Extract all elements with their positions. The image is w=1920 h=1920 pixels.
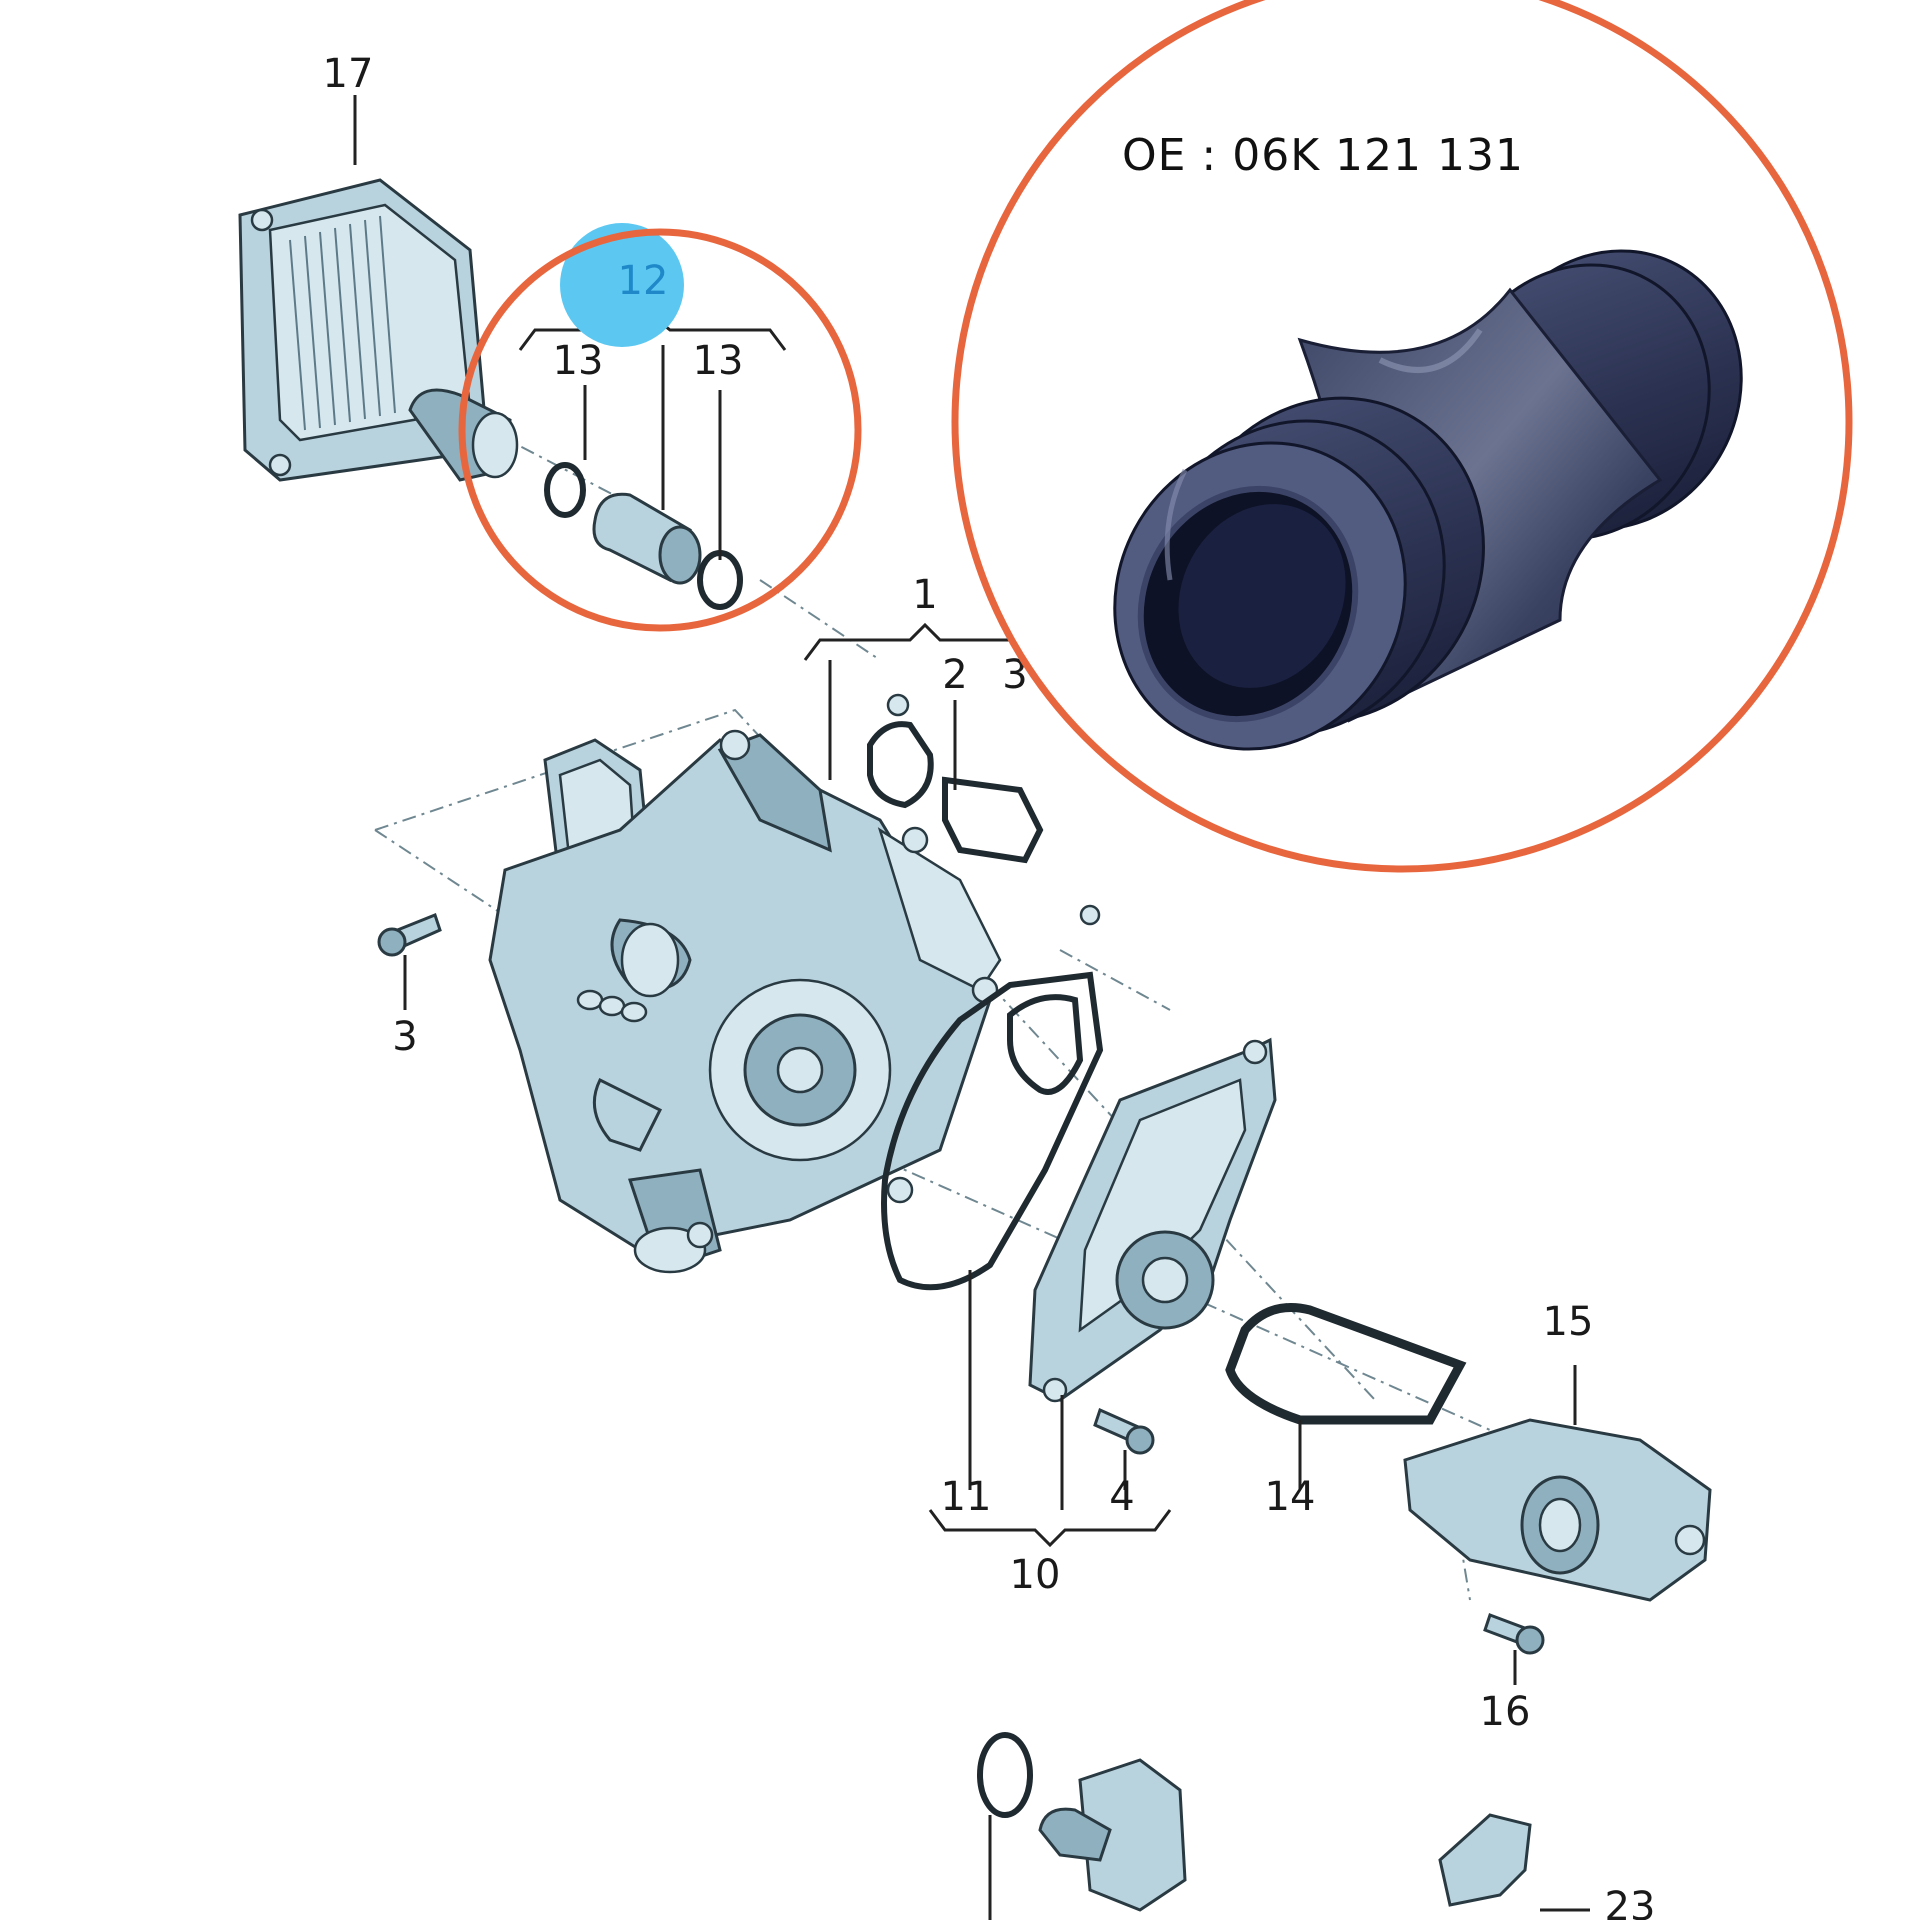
coolant-pump-housing-part-1 (488, 729, 1002, 1274)
o-ring-bottom (977, 1732, 1033, 1818)
product-detail-inset: OE : 06K 121 131 (951, 0, 1853, 873)
screw-part-4 (1093, 1407, 1155, 1455)
seal-ring-part-11 (881, 904, 1104, 1291)
callout-14: 14 (1265, 1474, 1316, 1520)
connector-pipe-group-12 (544, 462, 743, 610)
oe-part-number: OE : 06K 121 131 (1122, 130, 1524, 181)
callout-labels: 17 12 13 13 1 2 3 3 11 4 10 14 15 16 23 (323, 51, 1656, 1920)
callout-16: 16 (1480, 1689, 1531, 1735)
callout-23: 23 (1605, 1884, 1656, 1920)
drive-belt-part-14 (1225, 1303, 1467, 1425)
highlight-circle-small (458, 228, 862, 632)
callout-11: 11 (941, 1474, 992, 1520)
screw-part-16 (1483, 1613, 1545, 1655)
callout-17: 17 (323, 51, 374, 97)
callout-13-left: 13 (553, 338, 604, 384)
callout-13-right: 13 (693, 338, 744, 384)
callout-2: 2 (942, 652, 967, 698)
callout-1: 1 (912, 572, 937, 618)
pump-body-part-10 (1028, 1037, 1277, 1403)
callout-10: 10 (1010, 1552, 1061, 1598)
callout-12: 12 (618, 258, 669, 304)
coolant-pipe-sleeve (1113, 249, 1743, 751)
oil-cooler-part-17 (238, 178, 519, 482)
bracket-part-23 (1438, 1813, 1532, 1907)
screw-part-3 (377, 913, 442, 957)
gasket-ring-part-2 (867, 693, 1044, 864)
callout-15: 15 (1543, 1299, 1594, 1345)
callout-4: 4 (1109, 1474, 1134, 1520)
pulley-cover-part-15 (1403, 1418, 1712, 1602)
callout-3: 3 (392, 1014, 417, 1060)
highlight-badge-12 (560, 223, 684, 347)
thermostat-bottom (1038, 1758, 1187, 1912)
